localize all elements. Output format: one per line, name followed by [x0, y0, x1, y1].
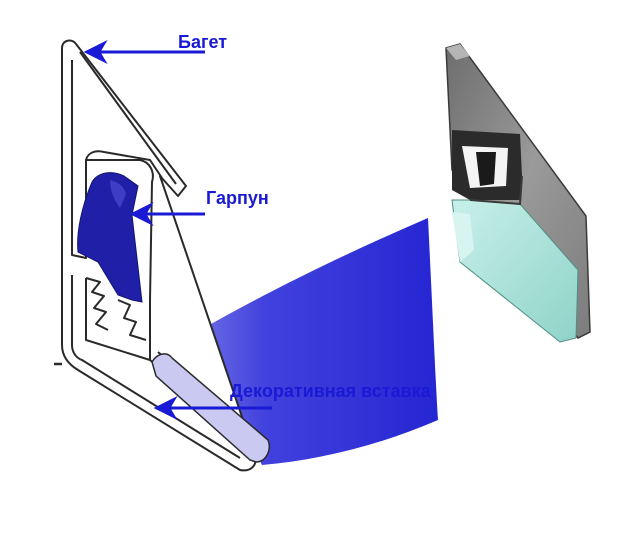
profile-photo	[445, 43, 591, 343]
label-garpun: Гарпун	[206, 188, 269, 208]
label-decorative-insert: Декоративная вставка	[230, 381, 432, 401]
label-baget: Багет	[178, 32, 227, 52]
harpoon-highlight	[110, 180, 126, 208]
harpoon-shape	[77, 172, 143, 303]
